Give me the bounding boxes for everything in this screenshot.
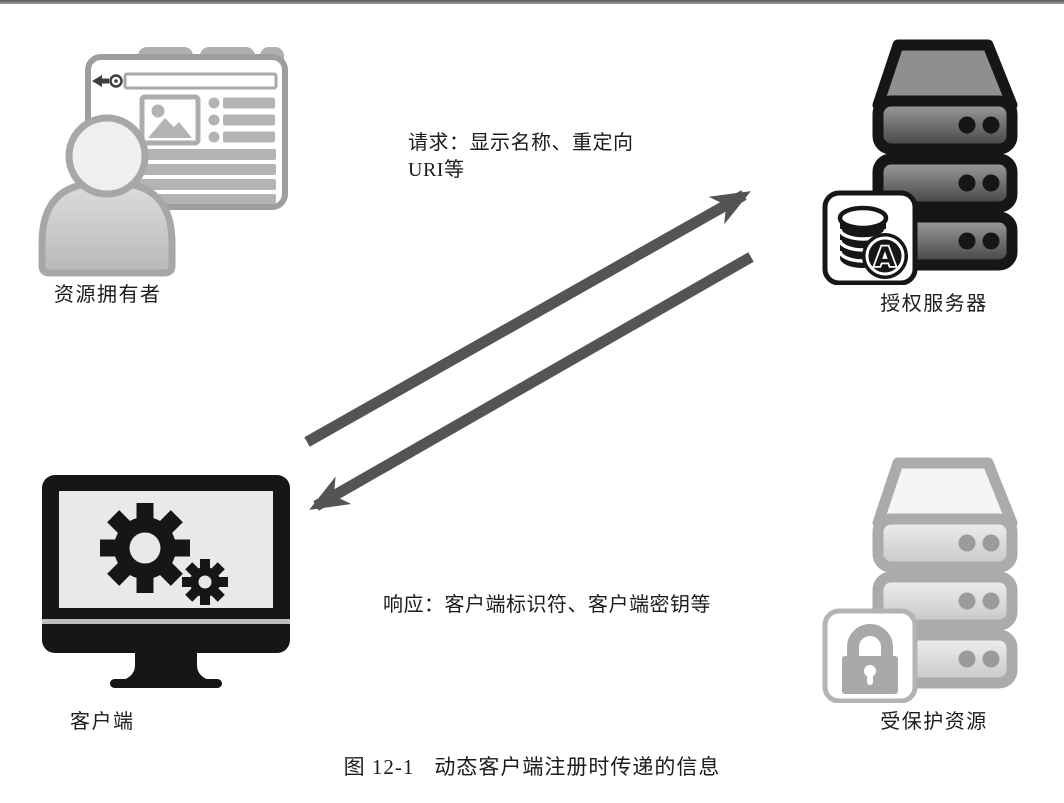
figure-title: 动态客户端注册时传递的信息 xyxy=(434,755,721,779)
request-label-line1: 请求：显示名称、重定向 xyxy=(408,132,634,154)
database-badge-icon: A xyxy=(822,190,918,285)
client-label: 客户端 xyxy=(70,711,135,733)
resource-owner-label: 资源拥有者 xyxy=(54,284,162,306)
server-database-icon: A xyxy=(822,39,1018,285)
monitor-icon xyxy=(42,475,290,688)
person-icon xyxy=(38,114,176,277)
auth-a-glyph: A xyxy=(875,242,896,273)
reload-icon-dot xyxy=(114,79,118,83)
request-label: 请求：显示名称、重定向 URI等 xyxy=(408,130,634,184)
person-browser-icon xyxy=(38,47,288,277)
address-bar-icon xyxy=(123,72,278,90)
server-lock-icon xyxy=(822,457,1018,703)
authorization-server-label: 授权服务器 xyxy=(880,293,988,315)
figure-caption: 图 12-1 动态客户端注册时传递的信息 xyxy=(0,751,1064,781)
server-stack-icon xyxy=(872,39,1018,271)
request-arrow xyxy=(304,190,751,447)
page-top-rule xyxy=(0,0,1064,4)
request-response-arrows xyxy=(304,190,754,511)
protected-resource-label: 受保护资源 xyxy=(880,711,988,733)
request-label-line2: URI等 xyxy=(408,159,465,181)
response-label: 响应：客户端标识符、客户端密钥等 xyxy=(383,594,711,616)
image-placeholder-icon xyxy=(139,94,201,146)
bullet-list-icon xyxy=(208,97,275,143)
gear-small-icon xyxy=(182,559,228,605)
figure-number: 图 12-1 xyxy=(343,755,415,779)
response-arrow xyxy=(309,252,754,511)
lock-badge-icon xyxy=(822,608,918,703)
reload-icon xyxy=(109,74,123,88)
back-arrow-icon xyxy=(92,75,109,87)
monitor-gears-icon xyxy=(42,475,290,688)
gear-large-icon xyxy=(100,503,190,593)
